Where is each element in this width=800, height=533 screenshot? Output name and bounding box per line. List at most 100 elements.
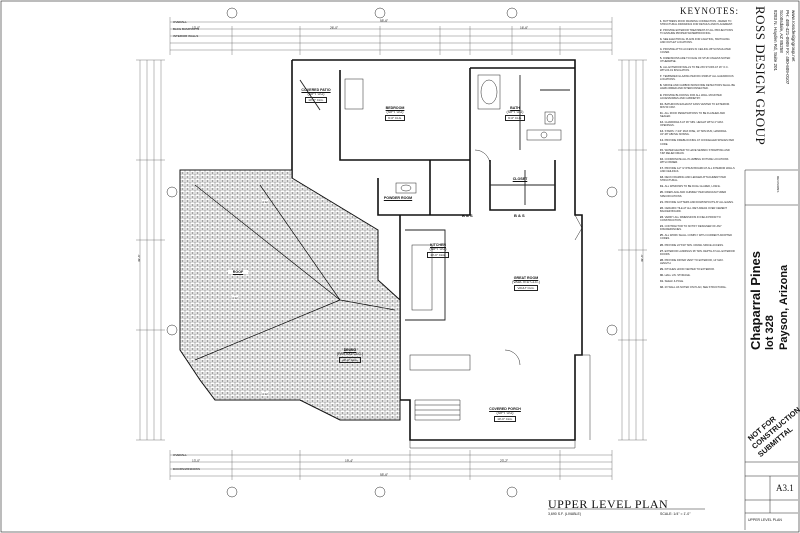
room-covered-patio: COVERED PATIO (SIPT GG) 10'-0" CLG. bbox=[296, 88, 336, 103]
keynote-text: TEMPERED GLAZING PER IRC R308 AT ALL HAZ… bbox=[660, 75, 734, 82]
keynote-item: 27.EXTERIOR LANDINGS 36" MIN. DEPTH AT A… bbox=[660, 250, 735, 256]
keynote-number: 26. bbox=[660, 243, 664, 247]
keynote-number: 7. bbox=[660, 75, 663, 79]
keynote-item: 31.SHELF & POLE. bbox=[660, 280, 735, 283]
bottom-dimension-strings bbox=[169, 450, 613, 480]
interior-walls bbox=[299, 75, 570, 321]
keynote-number: 22. bbox=[660, 206, 664, 210]
keynote-item: 10.BATHROOM EXHAUST FANS VENTED TO EXTER… bbox=[660, 103, 735, 109]
roof-plan bbox=[179, 169, 401, 421]
room-sub: (SIPT GG) bbox=[386, 110, 404, 114]
room-tag: 9'-0" CLG. bbox=[505, 115, 525, 121]
keynote-text: ALL EXTERIOR WALLS TO BE 2X6 STUDS AT 16… bbox=[660, 65, 729, 73]
room-sub: (VAULTED CLG.) bbox=[512, 280, 540, 284]
room-bath: BATH (SIPT GG) 9'-0" CLG. bbox=[500, 106, 530, 121]
bldg-bumpouts-label: BLDG BUMPOUTS bbox=[173, 27, 200, 31]
firm-address-line: www.rossdesigngroup.net bbox=[791, 10, 796, 62]
keynote-text: VERIFY ALL DIMENSIONS IN FIELD PRIOR TO … bbox=[660, 215, 721, 223]
dim-top-seg: 16'-6" bbox=[520, 26, 529, 30]
sheet-name: UPPER LEVEL PLAN bbox=[748, 518, 782, 522]
keynote-number: 32. bbox=[660, 286, 664, 290]
keynote-text: EXTERIOR LANDINGS 36" MIN. DEPTH AT ALL … bbox=[660, 249, 735, 256]
keynote-item: 2.PROVIDE EXTERIOR TREATMENT AT ALL PROJ… bbox=[660, 29, 735, 35]
room-bedroom: BEDROOM (SIPT GG) 9'-0" CLG. bbox=[375, 106, 415, 121]
revisions-label: REVISIONS bbox=[776, 176, 780, 193]
keynote-text: PROVIDE 22"X30" MIN. CRAWL SPACE ACCESS. bbox=[664, 243, 724, 247]
keynote-number: 20. bbox=[660, 191, 664, 195]
keynote-text: CONTRACTOR TO NOTIFY DESIGNER OF ANY DIS… bbox=[660, 225, 722, 232]
b-and-s-label: B & S bbox=[462, 213, 473, 218]
keynote-text: FIREPLACE AND CHIMNEY PER MANUFACTURER S… bbox=[660, 191, 727, 198]
keynote-item: 20.FIREPLACE AND CHIMNEY PER MANUFACTURE… bbox=[660, 191, 735, 197]
keynote-text: PROVIDE EXTERIOR TREATMENT AT ALL PROJEC… bbox=[660, 29, 734, 36]
room-tag: VAULT CLG. bbox=[514, 285, 538, 291]
keynote-number: 13. bbox=[660, 130, 664, 134]
room-great-room: GREAT ROOM (VAULTED CLG.) VAULT CLG. bbox=[503, 276, 549, 291]
room-name: POWDER ROOM bbox=[383, 196, 413, 200]
keynote-number: 29. bbox=[660, 267, 664, 271]
doors-windows-label: DOORS/WINDOWS bbox=[173, 467, 200, 471]
keynote-item: 3.SEE ELECTRICAL PLANS FOR LIGHTING, SWI… bbox=[660, 38, 735, 44]
fixtures bbox=[344, 74, 583, 421]
keynote-text: ALL ROOF PENETRATIONS TO BE FLASHED AND … bbox=[660, 111, 726, 118]
room-name: COVERED PATIO bbox=[301, 88, 331, 92]
room-tag: 10'-0" CLG. bbox=[305, 97, 327, 103]
keynote-number: 4. bbox=[660, 47, 663, 51]
keynote-text: PROVIDE 1/2" GYPSUM BOARD AT ALL INTERIO… bbox=[660, 167, 735, 174]
keynote-text: PROVIDE GUTTERS AND DOWNSPOUTS AT ALL EA… bbox=[664, 200, 734, 204]
keynote-number: 5. bbox=[660, 56, 663, 60]
keynote-text: PROVIDE FIREBLOCKING AT CONCEALED SPACES… bbox=[660, 139, 734, 146]
keynote-item: 24.CONTRACTOR TO NOTIFY DESIGNER OF ANY … bbox=[660, 225, 735, 231]
keynote-item: 6.ALL EXTERIOR WALLS TO BE 2X6 STUDS AT … bbox=[660, 66, 735, 72]
keynote-number: 16. bbox=[660, 157, 664, 161]
roof-surface bbox=[179, 169, 401, 421]
keynote-text: CERAMIC TILE AT ALL WET AREAS OVER CEMEN… bbox=[660, 206, 727, 213]
keynote-number: 2. bbox=[660, 29, 663, 33]
grid-bubbles bbox=[166, 7, 618, 498]
keynote-number: 24. bbox=[660, 225, 664, 229]
keynote-item: 1.BUTTRESS ROOF FRAMING CONNECTION - REF… bbox=[660, 20, 735, 26]
keynote-number: 25. bbox=[660, 234, 664, 238]
keynote-text: ALL WINDOWS TO BE DUAL GLAZED, LOW-E. bbox=[664, 185, 721, 189]
keynote-number: 11. bbox=[660, 111, 664, 115]
keynote-text: GUARDRAILS AT 36" MIN. HEIGHT WITH 4" MA… bbox=[660, 121, 724, 128]
keynote-item: 25.ALL WORK SHALL COMPLY WITH CURRENT AD… bbox=[660, 234, 735, 240]
keynote-item: 12.GUARDRAILS AT 36" MIN. HEIGHT WITH 4"… bbox=[660, 121, 735, 127]
keynote-number: 14. bbox=[660, 139, 664, 143]
overall-label-bottom: OVERALL bbox=[173, 453, 187, 457]
keynote-text: DIMENSIONS ARE TO FACE OF STUD UNLESS NO… bbox=[660, 56, 731, 63]
keynote-number: 12. bbox=[660, 121, 664, 125]
keynote-text: KITCHEN HOOD VENTED TO EXTERIOR. bbox=[664, 267, 715, 271]
keynote-text: ALL WORK SHALL COMPLY WITH CURRENT ADOPT… bbox=[660, 234, 733, 241]
room-tag: 9'-0" CLG. bbox=[385, 115, 405, 121]
room-name: COVERED PORCH bbox=[489, 407, 521, 411]
not-for-construction-stamp: NOT FOR CONSTRUCTION SUBMITTAL bbox=[742, 402, 800, 459]
keynote-number: 21. bbox=[660, 200, 664, 204]
keynote-item: 28.PROVIDE DRYER VENT TO EXTERIOR, 14' M… bbox=[660, 259, 735, 265]
room-tag: 10'-0" CLG. bbox=[494, 416, 516, 422]
room-sub: (PARTIAL CLG.) bbox=[336, 352, 364, 356]
keynote-item: 14.PROVIDE FIREBLOCKING AT CONCEALED SPA… bbox=[660, 139, 735, 145]
keynote-number: 17. bbox=[660, 167, 664, 170]
room-name: CLOSET bbox=[512, 177, 528, 181]
keynote-text: BUTTRESS ROOF FRAMING CONNECTION - REFER… bbox=[660, 20, 733, 27]
keynote-text: HALL LIN. STORAGE. bbox=[664, 274, 691, 278]
sheet-number: A3.1 bbox=[776, 483, 794, 493]
title-block-lines bbox=[548, 169, 798, 530]
keynote-item: 22.CERAMIC TILE AT ALL WET AREAS OVER CE… bbox=[660, 207, 735, 213]
keynote-item: 8.SMOKE AND CARBON MONOXIDE DETECTORS SH… bbox=[660, 84, 735, 90]
room-name: GREAT ROOM bbox=[513, 276, 539, 280]
room-dining: DINING (PARTIAL CLG.) 10'-0" CLG. bbox=[330, 348, 370, 363]
keynote-text: SMOKE AND CARBON MONOXIDE DETECTORS SHAL… bbox=[660, 84, 735, 91]
roof-pitch-label: 4:12 bbox=[262, 200, 268, 204]
keynote-text: WATER HEATER TO HAVE SEISMIC STRAPPING A… bbox=[660, 148, 730, 155]
keynote-number: 30. bbox=[660, 274, 664, 278]
keynote-text: COORDINATE ALL PLUMBING FIXTURE LOCATION… bbox=[660, 157, 729, 164]
keynote-item: 30.HALL LIN. STORAGE. bbox=[660, 274, 735, 277]
keynote-text: DECK FRAMING AND LEDGER ATTACHMENT PER S… bbox=[660, 176, 726, 183]
keynote-text: BATHROOM EXHAUST FANS VENTED TO EXTERIOR… bbox=[660, 102, 730, 109]
dim-bottom-seg: 23'-2" bbox=[500, 459, 509, 463]
room-name: ROOF bbox=[232, 270, 244, 274]
keynote-item: 19.ALL WINDOWS TO BE DUAL GLAZED, LOW-E. bbox=[660, 185, 735, 188]
project-lot: lot 328 bbox=[764, 315, 776, 350]
